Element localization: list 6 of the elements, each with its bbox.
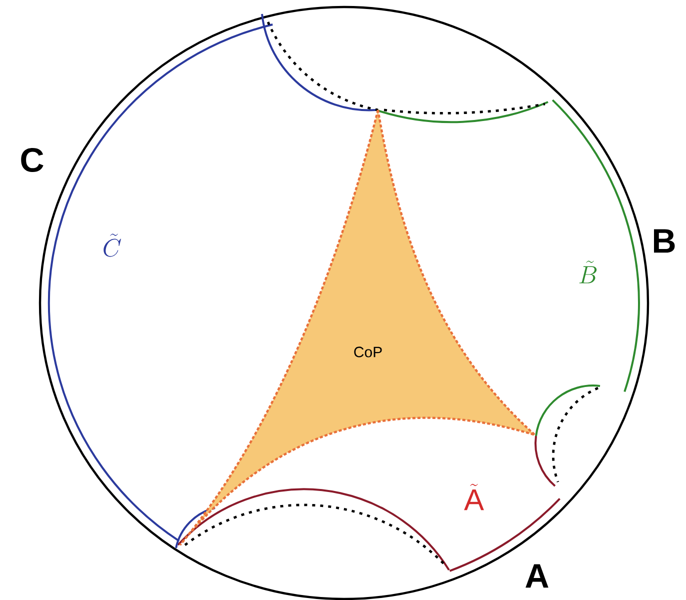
curve-label: $\tilde{C}$ bbox=[104, 234, 121, 257]
letter-label: B bbox=[654, 229, 675, 253]
letter-label: C bbox=[21, 148, 44, 172]
letter-label: A bbox=[526, 564, 548, 588]
curve-label: $\tilde{\mathrm{A}}$ bbox=[464, 484, 484, 510]
curve-label: $\tilde{B}$ bbox=[579, 260, 597, 284]
